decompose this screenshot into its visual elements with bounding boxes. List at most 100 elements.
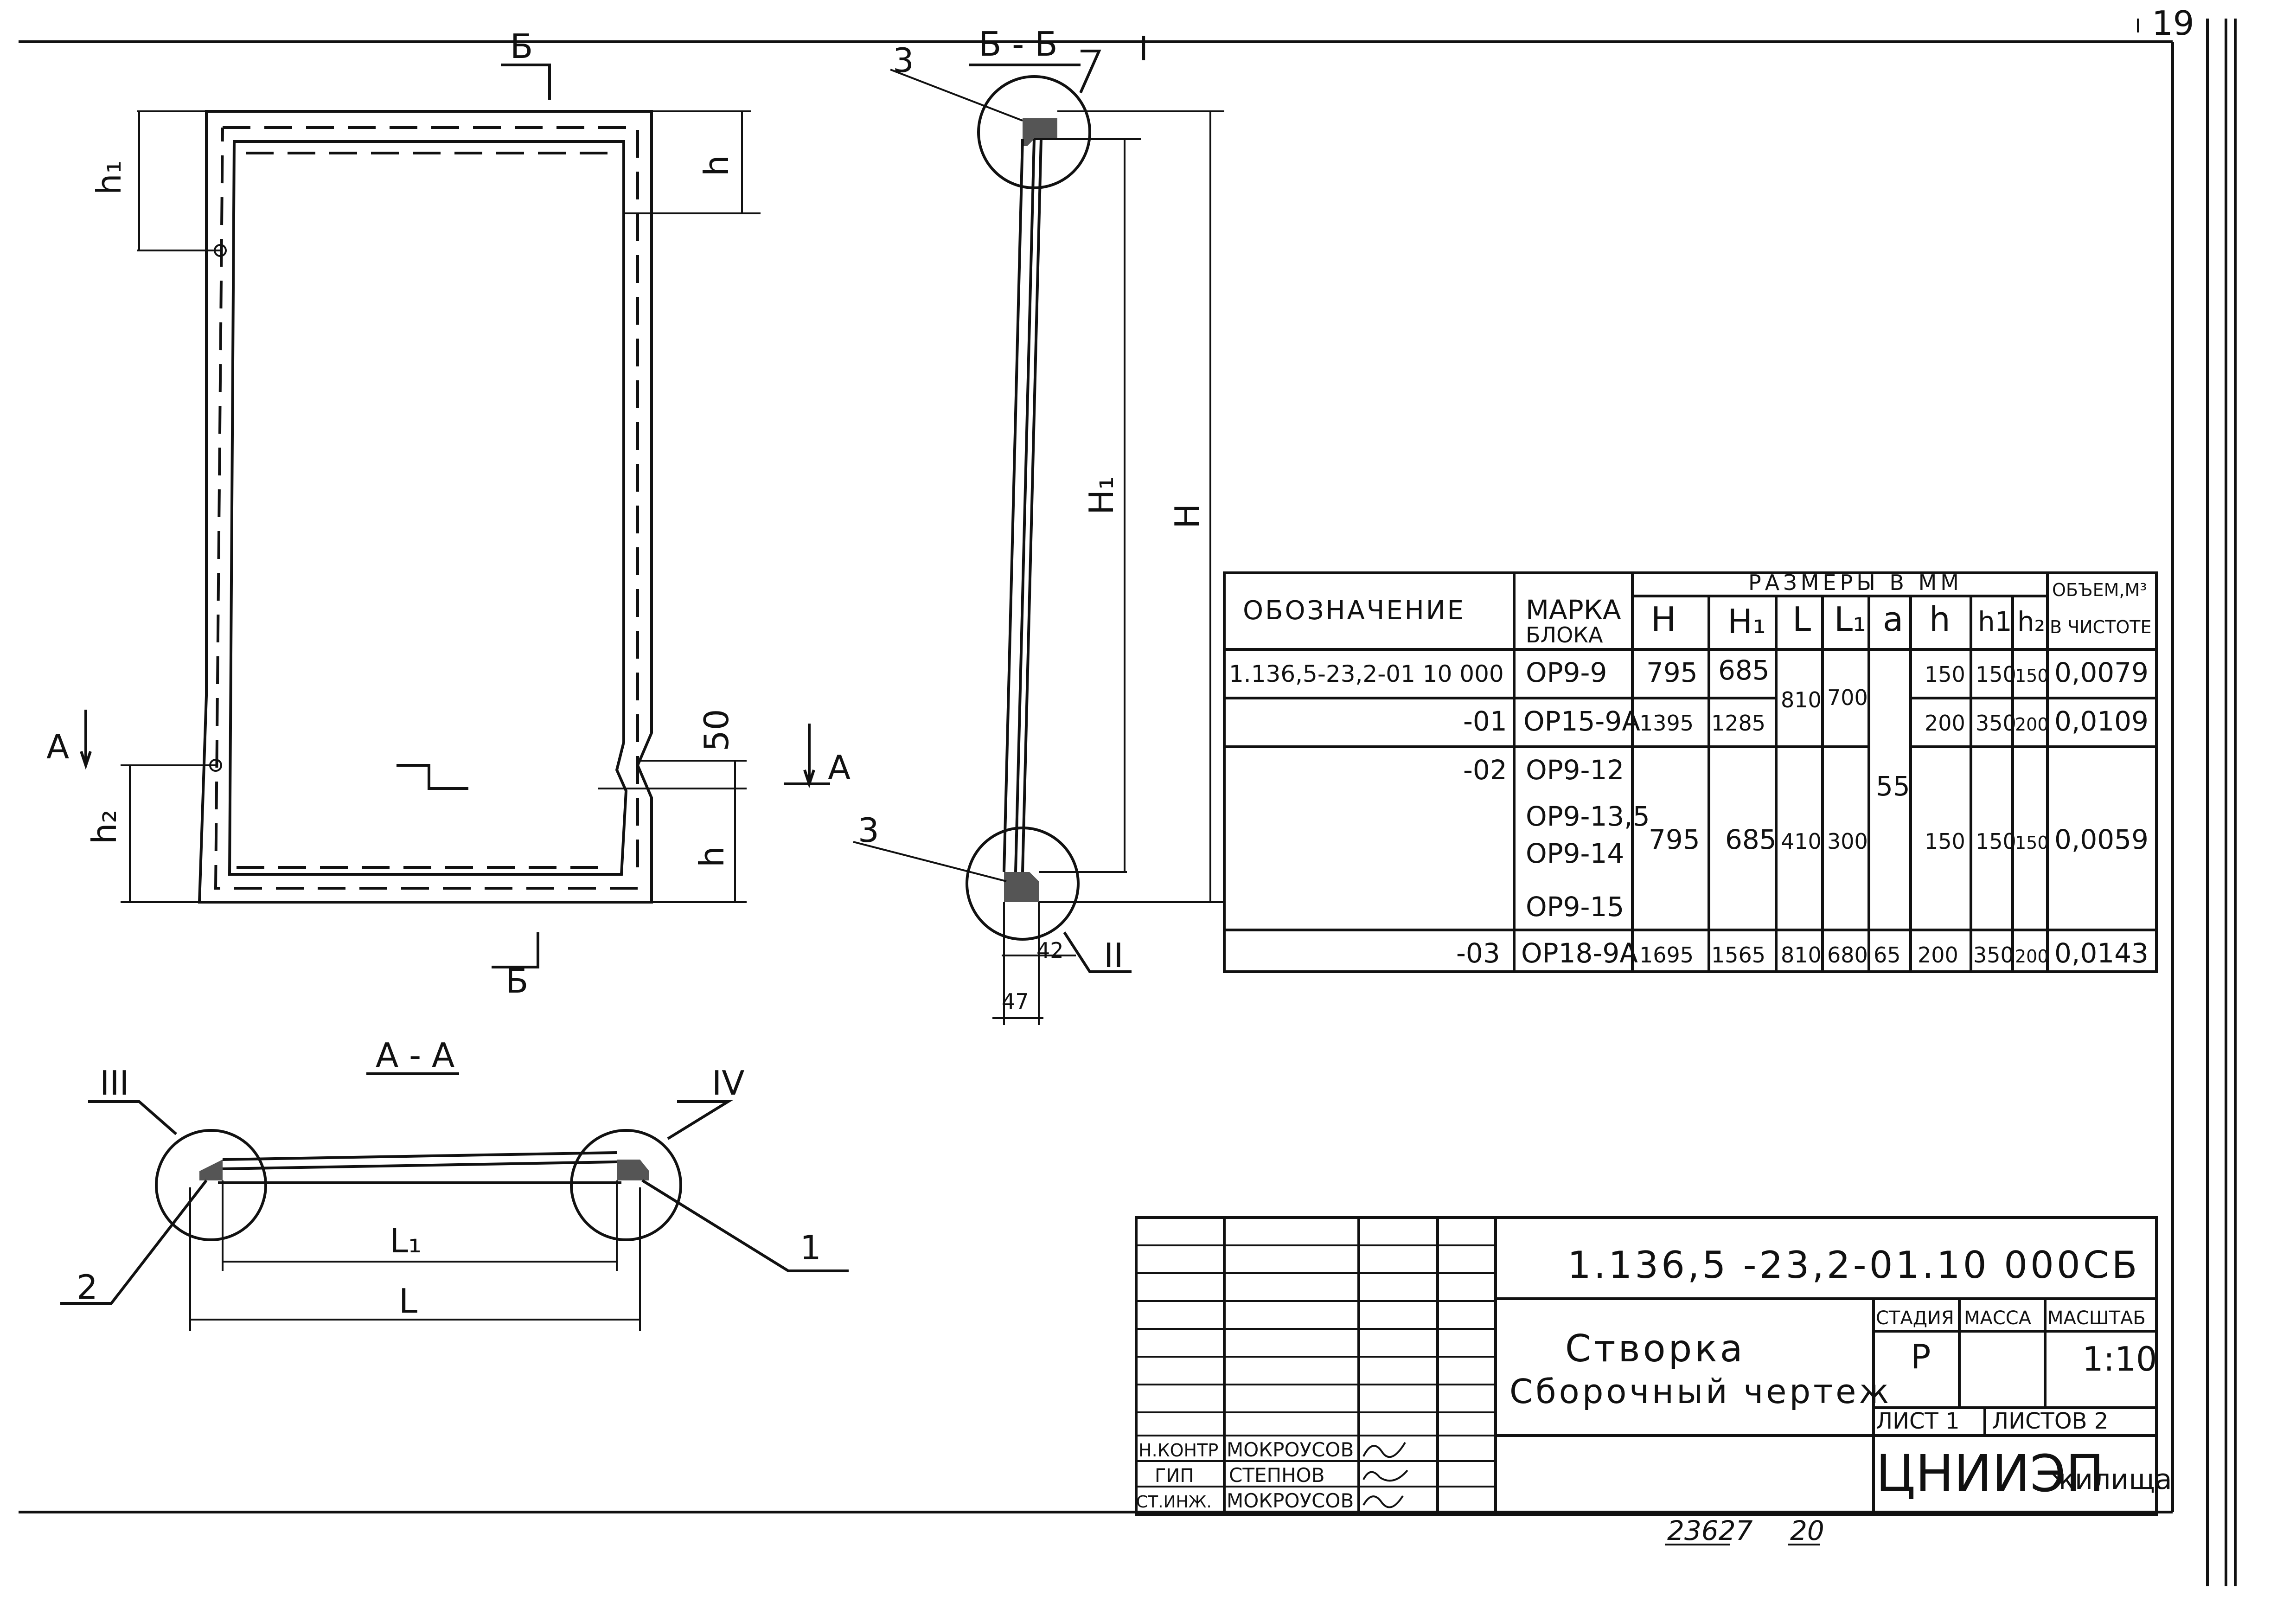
table-row-2-h1: 150 [1976,829,2016,854]
section-b-top-label: Б [510,27,533,66]
dim-H1-label: H₁ [1082,476,1121,515]
table-merged-L: 810 [1781,687,1822,712]
table-row-3-mark: ОР18-9А [1521,937,1638,969]
dim-47-label: 47 [1002,989,1029,1014]
table-row-1-H1: 1285 [1711,711,1765,736]
signer-1-name: СТЕПНОВ [1229,1464,1325,1487]
table-row-0-h1: 150 [1976,662,2016,687]
dim-50-label: 50 [697,709,736,751]
archive-format: 20 [1790,1515,1824,1546]
table-row-0-H1: 685 [1718,654,1770,686]
table-row-0-h2: 150 [2015,666,2049,686]
table-row-1-h: 200 [1925,711,1965,736]
table-row-2-mark-0: ОР9-12 [1526,754,1624,786]
section-aa-title: А - А [376,1036,454,1075]
section-bb-leader-3-top: 3 [893,41,914,80]
table-row-1-h1: 350 [1976,711,2016,736]
table-row-3-L: 810 [1781,942,1822,968]
table-col-volume-1: ОБЪЕМ,М³ [2052,580,2147,600]
title-sheet-label: ЛИСТ 1 [1876,1408,1960,1434]
table-col-L1: L₁ [1834,600,1866,639]
table-row-1-designation: -01 [1463,705,1507,737]
table-row-2-H1: 685 [1725,824,1777,855]
title-code: 1.136,5 -23,2-01.10 000СБ [1567,1244,2140,1287]
section-bb-view [853,50,1224,1025]
table-col-a: a [1883,600,1903,639]
table-row-3-volume: 0,0143 [2054,937,2149,969]
table-col-volume-2: В ЧИСТОТЕ [2050,617,2152,637]
table-col-mark-2: БЛОКА [1526,622,1603,648]
node-ii-label: II [1104,936,1123,975]
table-row-3-L1: 680 [1827,942,1868,968]
front-view [80,64,830,968]
table-col-H: H [1651,600,1676,639]
leader-2-label: 2 [77,1268,98,1307]
table-row-1-mark: ОР15-9А [1523,705,1640,737]
table-row-3-H: 1695 [1639,942,1694,968]
signer-2-name: МОКРОУСОВ [1227,1489,1354,1512]
table-merged-a: 55 [1876,770,1910,802]
title-sheets-label: ЛИСТОВ 2 [1992,1408,2108,1434]
table-row-1-volume: 0,0109 [2054,705,2149,737]
page-number: 19 [2152,4,2194,43]
table-header-group: РАЗМЕРЫ В ММ [1748,570,1963,595]
table-row-1-h2: 200 [2015,714,2049,735]
signer-0-name: МОКРОУСОВ [1227,1438,1354,1461]
table-col-h1: h1 [1978,606,2012,637]
table-row-0-designation: 1.136,5-23,2-01 10 000 [1229,660,1504,687]
table-row-2-mark-2: ОР9-14 [1526,838,1624,869]
node-iii-label: III [100,1064,129,1103]
dim-h-top-label: h [697,155,736,176]
section-b-bottom-label: Б [505,962,528,1000]
title-stage: Р [1911,1337,1931,1376]
table-row-0-h: 150 [1925,662,1965,687]
section-aa-view [60,1072,849,1331]
section-a-left-label: А [46,727,69,766]
title-stage-label: СТАДИЯ [1876,1308,1954,1329]
table-col-H1: H₁ [1727,602,1766,641]
table-col-h2: h₂ [2017,606,2045,637]
table-row-0-volume: 0,0079 [2054,657,2149,688]
sheet-frame [19,19,2237,1586]
table-col-h: h [1929,600,1951,639]
table-row-2-h: 150 [1925,829,1965,854]
dim-h-bottom-label: h [692,846,731,867]
title-mass-label: МАССА [1964,1308,2032,1329]
table-row-2-mark-3: ОР9-15 [1526,891,1624,923]
table-row-3-a: 65 [1874,942,1901,968]
table-row-3-H1: 1565 [1711,942,1765,968]
title-name-2: Сборочный чертеж [1509,1372,1892,1411]
table-col-mark-1: МАРКА [1526,594,1621,626]
table-merged-L1: 700 [1827,685,1868,710]
dim-h1-label: h₁ [90,160,128,195]
table-row-3-h2: 200 [2015,946,2049,967]
signer-0-role: Н.КОНТР [1138,1440,1218,1461]
leader-1-label: 1 [800,1228,821,1267]
table-col-designation: ОБОЗНАЧЕНИЕ [1243,596,1465,626]
signer-2-role: СТ.ИНЖ. [1136,1493,1212,1512]
title-scale-label: МАСШТАБ [2047,1308,2146,1329]
table-row-2-mark-1: ОР9-13,5 [1526,801,1650,832]
node-i-label: I [1138,29,1148,68]
dim-42-label: 42 [1036,938,1064,963]
node-iv-label: IV [712,1064,745,1103]
table-row-3-designation: -03 [1456,937,1500,969]
table-row-2-H: 795 [1649,824,1700,855]
section-a-right-label: А [828,748,851,787]
table-row-2-designation: -02 [1463,754,1507,786]
table-row-2-L1: 300 [1827,829,1868,854]
dim-L-label: L [399,1282,417,1321]
table-row-3-h1: 350 [1973,942,2014,968]
table-row-1-H: 1395 [1639,711,1694,736]
title-org-2: жилища [2050,1463,2172,1496]
table-row-3-h: 200 [1918,942,1958,968]
archive-number: 23627 [1667,1515,1753,1546]
dim-L1-label: L₁ [390,1221,422,1260]
title-org-1: ЦНИИЭП [1876,1444,2104,1503]
section-bb-title: Б - Б [979,25,1058,64]
dim-h2-label: h₂ [85,810,124,845]
table-row-0-H: 795 [1646,657,1698,688]
table-row-2-L: 410 [1781,829,1822,854]
signer-1-role: ГИП [1155,1465,1194,1487]
table-row-0-mark: ОР9-9 [1526,657,1607,688]
